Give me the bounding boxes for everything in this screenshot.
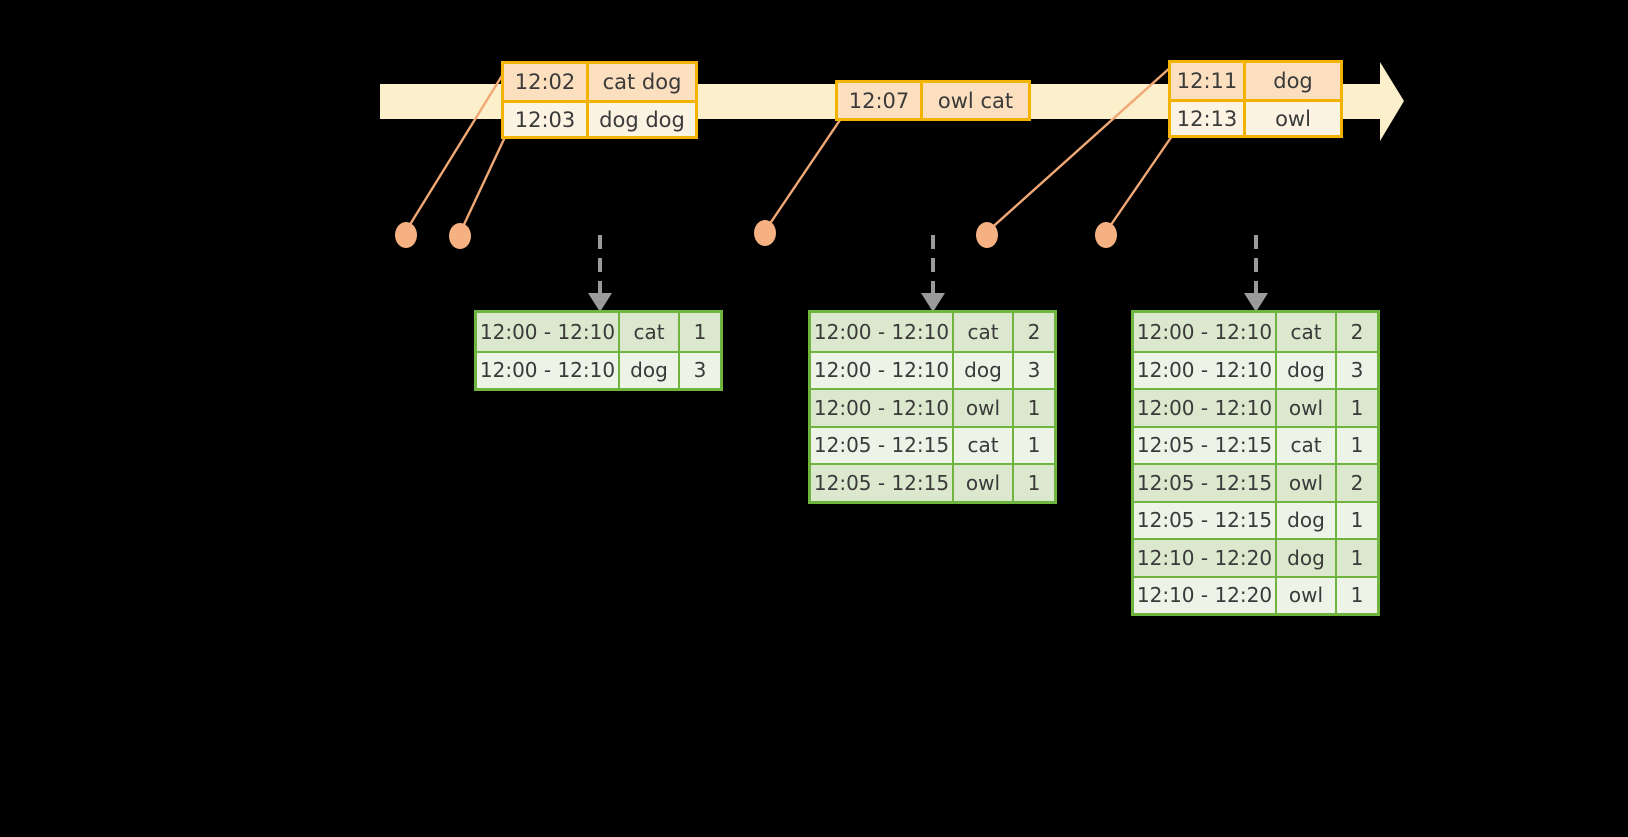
event-row: 12:11 dog <box>1171 63 1340 99</box>
event-time: 12:03 <box>504 103 589 136</box>
cell-key: cat <box>1277 427 1337 463</box>
cell-window: 12:05 - 12:15 <box>1134 502 1277 538</box>
cell-count: 1 <box>1027 433 1041 458</box>
cell-count: 1 <box>1027 470 1041 495</box>
cell-window: 12:00 - 12:10 <box>477 313 620 351</box>
event-row: 12:07 owl cat <box>838 83 1028 118</box>
cell-window: 12:00 - 12:10 <box>811 313 954 351</box>
table-row: 12:00 - 12:10 cat 2 <box>811 313 1054 351</box>
cell-window: 12:00 - 12:10 <box>811 352 954 388</box>
cell-count: 3 <box>1350 358 1364 383</box>
event-row: 12:03 dog dog <box>504 100 695 136</box>
cell-window: 12:00 - 12:10 <box>1134 352 1277 388</box>
cell-key: dog <box>1277 352 1337 388</box>
cell-window: 12:05 - 12:15 <box>811 465 954 501</box>
table-row: 12:00 - 12:10 dog 3 <box>1134 350 1377 388</box>
cell-key: owl <box>954 465 1014 501</box>
cell-count: 1 <box>1350 508 1364 533</box>
cell-window: 12:05 - 12:15 <box>1134 427 1277 463</box>
event-dot-3 <box>754 220 776 246</box>
cell-count: 3 <box>1027 358 1041 383</box>
cell-key: dog <box>620 352 680 388</box>
result-table-2[interactable]: 12:00 - 12:10 cat 2 12:00 - 12:10 dog 3 … <box>808 310 1057 504</box>
event-value: owl <box>1275 106 1311 131</box>
table-row: 12:00 - 12:10 owl 1 <box>811 388 1054 426</box>
result-table-1[interactable]: 12:00 - 12:10 cat 1 12:00 - 12:10 dog 3 <box>474 310 723 391</box>
event-group-1[interactable]: 12:02 cat dog 12:03 dog dog <box>501 61 698 139</box>
cell-key: dog <box>954 352 1014 388</box>
cell-window: 12:00 - 12:10 <box>811 390 954 426</box>
cell-window: 12:00 - 12:10 <box>477 352 620 388</box>
event-dots <box>395 220 1117 249</box>
cell-window: 12:10 - 12:20 <box>1134 577 1277 613</box>
cell-count: 1 <box>1350 545 1364 570</box>
cell-window: 12:00 - 12:10 <box>1134 313 1277 351</box>
cell-count: 1 <box>693 319 707 344</box>
event-time: 12:13 <box>1171 102 1246 135</box>
cell-window: 12:00 - 12:10 <box>1134 390 1277 426</box>
table-row: 12:10 - 12:20 dog 1 <box>1134 538 1377 576</box>
table-row: 12:05 - 12:15 owl 2 <box>1134 463 1377 501</box>
table-row: 12:00 - 12:10 owl 1 <box>1134 388 1377 426</box>
cell-window: 12:05 - 12:15 <box>811 427 954 463</box>
event-time: 12:11 <box>1171 63 1246 99</box>
table-row: 12:00 - 12:10 cat 1 <box>477 313 720 351</box>
table-row: 12:00 - 12:10 dog 3 <box>811 350 1054 388</box>
cell-key: dog <box>1277 540 1337 576</box>
event-value: owl cat <box>937 88 1014 113</box>
cell-count: 1 <box>1350 433 1364 458</box>
event-value: cat dog <box>602 70 682 94</box>
event-row: 12:02 cat dog <box>504 64 695 100</box>
event-dot-2 <box>449 223 471 249</box>
table-row: 12:00 - 12:10 cat 2 <box>1134 313 1377 351</box>
event-dot-4 <box>976 222 998 248</box>
cell-key: owl <box>1277 390 1337 426</box>
event-time: 12:02 <box>504 64 589 100</box>
cell-count: 2 <box>1350 319 1364 344</box>
cell-count: 1 <box>1027 395 1041 420</box>
cell-count: 1 <box>1350 395 1364 420</box>
cell-count: 2 <box>1350 470 1364 495</box>
cell-count: 1 <box>1350 583 1364 608</box>
event-dot-5 <box>1095 222 1117 248</box>
dashed-arrows <box>598 235 1258 295</box>
cell-count: 3 <box>693 358 707 383</box>
event-dot-1 <box>395 222 417 248</box>
table-row: 12:10 - 12:20 owl 1 <box>1134 575 1377 613</box>
cell-key: owl <box>1277 577 1337 613</box>
cell-count: 2 <box>1027 319 1041 344</box>
cell-key: dog <box>1277 502 1337 538</box>
event-value: dog dog <box>599 107 685 132</box>
cell-window: 12:05 - 12:15 <box>1134 465 1277 501</box>
event-group-2[interactable]: 12:07 owl cat <box>835 80 1031 121</box>
table-row: 12:05 - 12:15 dog 1 <box>1134 500 1377 538</box>
cell-key: cat <box>620 313 680 351</box>
table-row: 12:05 - 12:15 cat 1 <box>811 425 1054 463</box>
event-group-3[interactable]: 12:11 dog 12:13 owl <box>1168 60 1343 138</box>
table-row: 12:00 - 12:10 dog 3 <box>477 350 720 388</box>
table-row: 12:05 - 12:15 owl 1 <box>811 463 1054 501</box>
result-table-3[interactable]: 12:00 - 12:10 cat 2 12:00 - 12:10 dog 3 … <box>1131 310 1380 616</box>
table-row: 12:05 - 12:15 cat 1 <box>1134 425 1377 463</box>
cell-key: cat <box>954 313 1014 351</box>
event-time: 12:07 <box>838 83 923 118</box>
event-value: dog <box>1273 69 1313 93</box>
event-row: 12:13 owl <box>1171 99 1340 135</box>
cell-key: owl <box>1277 465 1337 501</box>
cell-key: owl <box>954 390 1014 426</box>
cell-window: 12:10 - 12:20 <box>1134 540 1277 576</box>
cell-key: cat <box>1277 313 1337 351</box>
cell-key: cat <box>954 427 1014 463</box>
